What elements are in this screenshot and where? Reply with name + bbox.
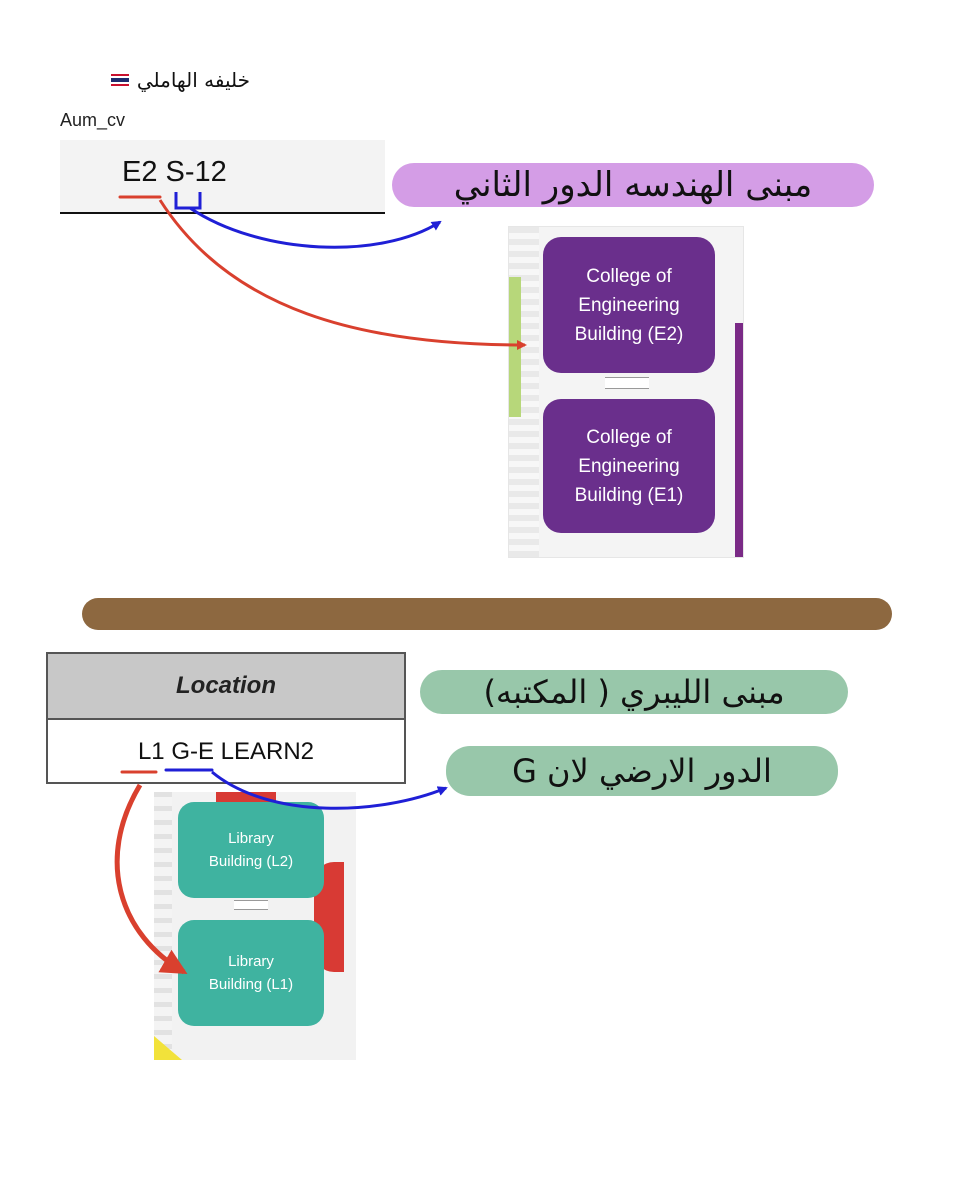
room-code-1: E2 S-12 bbox=[122, 156, 227, 188]
building-l1: Library Building (L1) bbox=[178, 920, 324, 1026]
author-handle: Aum_cv bbox=[60, 110, 126, 130]
library-note: مبنى الليبري ( المكتبه) bbox=[420, 670, 848, 714]
location-table: Location L1 G-E LEARN2 bbox=[46, 652, 406, 784]
room-code-2: L1 G-E LEARN2 bbox=[137, 738, 315, 765]
room-code-card-1 bbox=[60, 140, 385, 214]
building-label-line: Building (L2) bbox=[208, 853, 294, 870]
yellow-area bbox=[154, 1036, 182, 1060]
map-strip bbox=[735, 323, 743, 557]
building-connector bbox=[605, 377, 649, 389]
red-area bbox=[216, 792, 276, 802]
building-l2: Library Building (L2) bbox=[178, 802, 324, 898]
author-line: خليفه الهاملي bbox=[60, 66, 250, 94]
green-area bbox=[509, 277, 521, 417]
blue-arrow bbox=[189, 206, 442, 249]
red-arrow bbox=[114, 783, 188, 975]
building-label-line: Building (E1) bbox=[574, 484, 684, 506]
ground-floor-note: الدور الارضي لان G bbox=[446, 746, 838, 796]
thailand-flag-icon bbox=[110, 74, 129, 86]
library-map: Library Building (L2) Library Building (… bbox=[154, 792, 356, 1060]
building-label-line: Building (L1) bbox=[208, 976, 294, 993]
building-e2: College of Engineering Building (E2) bbox=[543, 237, 715, 373]
building-e1: College of Engineering Building (E1) bbox=[543, 399, 715, 533]
map-edge bbox=[154, 792, 172, 1060]
location-table-header: Location bbox=[48, 654, 404, 720]
engineering-note: مبنى الهندسه الدور الثاني bbox=[392, 163, 874, 207]
section-divider bbox=[82, 598, 892, 630]
building-label-line: Building (E2) bbox=[574, 323, 684, 345]
blue-bracket bbox=[174, 192, 202, 210]
author-name: خليفه الهاملي bbox=[136, 68, 250, 92]
building-label-line: Library bbox=[228, 953, 274, 970]
building-label-line: Engineering bbox=[578, 294, 680, 316]
building-connector bbox=[234, 900, 268, 910]
building-label-line: Engineering bbox=[578, 455, 680, 477]
building-label-line: Library bbox=[228, 830, 274, 847]
red-arrow bbox=[158, 199, 527, 350]
building-label-line: College of bbox=[586, 426, 672, 448]
engineering-map: College of Engineering Building (E2) Col… bbox=[508, 226, 744, 558]
building-label-line: College of bbox=[586, 265, 672, 287]
blue-arrow bbox=[211, 770, 448, 810]
